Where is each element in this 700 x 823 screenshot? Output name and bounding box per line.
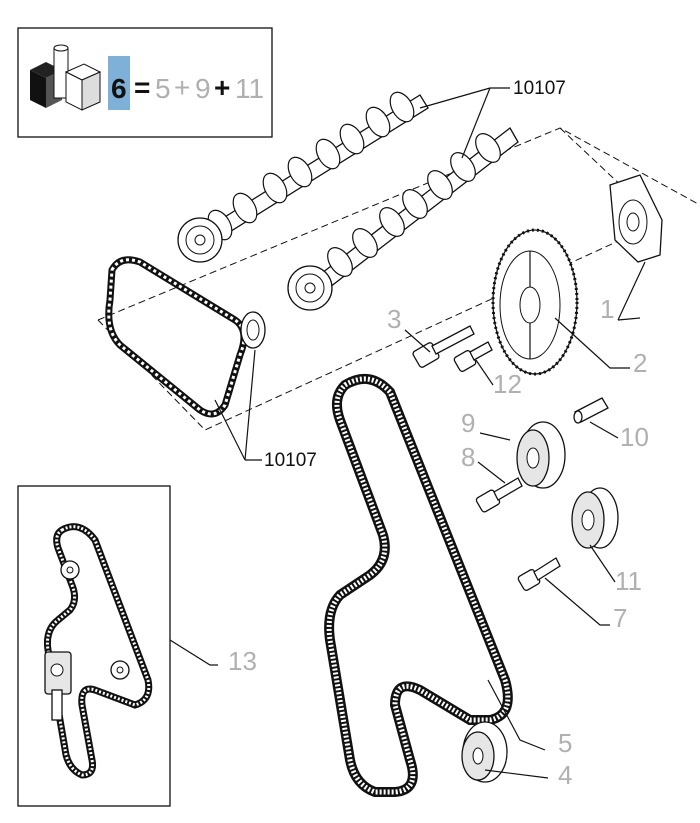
kit-box: 6 = 5 + 9 + 11 <box>17 27 273 138</box>
crankshaft-gear <box>461 721 508 783</box>
kit-number: 6 <box>111 73 127 104</box>
callout-9: 9 <box>461 408 475 438</box>
camshaft-frame <box>97 127 700 431</box>
callout-4: 4 <box>558 760 572 790</box>
bolt-3 <box>412 325 475 368</box>
idler-pulley <box>571 487 619 549</box>
callout-13: 13 <box>228 646 257 676</box>
callout-3: 3 <box>387 304 401 334</box>
camshaft-lower <box>287 127 519 311</box>
callout-camshafts-bottom: 10107 <box>264 450 317 471</box>
callout-5: 5 <box>558 728 572 758</box>
inset-box <box>17 485 171 807</box>
callout-1: 1 <box>600 294 614 324</box>
callout-12: 12 <box>493 369 522 399</box>
phase-target-plate <box>609 174 663 263</box>
washer <box>240 311 266 349</box>
tensioner-tool <box>44 651 72 721</box>
timing-belt <box>324 373 513 797</box>
bolt-7 <box>517 557 561 591</box>
bolt-8 <box>475 477 523 513</box>
callout-2: 2 <box>633 348 647 378</box>
callout-10: 10 <box>620 422 649 452</box>
callout-8: 8 <box>461 442 475 472</box>
kit-item-b: 9 <box>195 73 211 104</box>
kit-plus-a: + <box>174 72 190 103</box>
tensioner-pulley <box>516 421 566 489</box>
callout-11: 11 <box>615 566 642 596</box>
stud-10 <box>573 397 609 424</box>
kit-equals: = <box>134 72 150 103</box>
bolt-12 <box>453 341 493 372</box>
callout-camshafts-top: 10107 <box>513 78 566 99</box>
kit-number-highlight <box>108 56 130 110</box>
timing-chain <box>105 256 248 418</box>
camshaft-pulley <box>491 228 579 376</box>
kit-plus-b: + <box>214 72 230 103</box>
camshaft-upper <box>177 91 429 263</box>
callout-7: 7 <box>613 603 627 633</box>
kit-item-a: 5 <box>155 73 171 104</box>
kit-item-c: 11 <box>235 73 264 104</box>
kit-boxes-icon <box>30 44 102 111</box>
leader-lines <box>169 87 646 779</box>
